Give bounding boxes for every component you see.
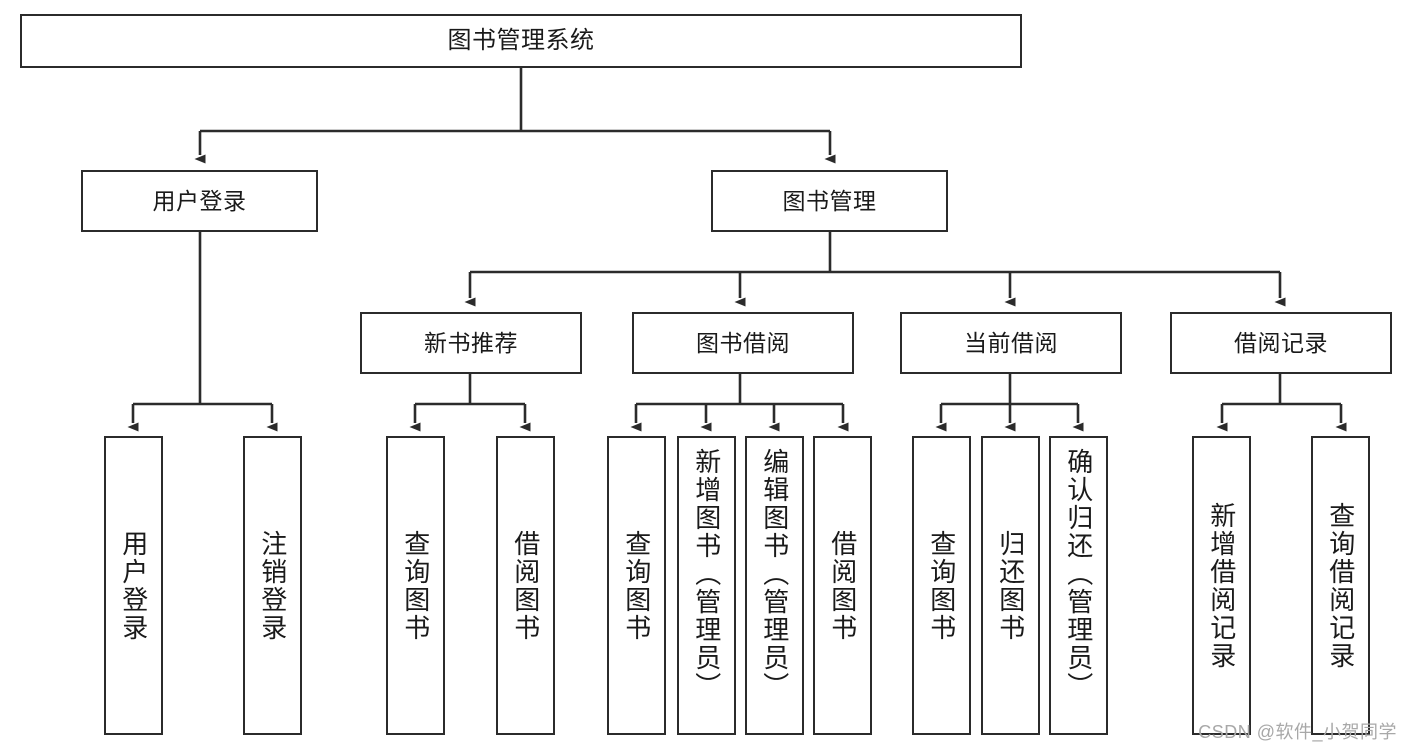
leaf-current-borrow-confirm-return-admin[interactable]: 确认归还（管理员） xyxy=(1049,436,1108,735)
node-label: 图书管理系统 xyxy=(447,27,595,55)
node-label: 查询图书 xyxy=(926,529,957,642)
node-label: 注销登录 xyxy=(257,529,288,642)
node-user-login[interactable]: 用户登录 xyxy=(81,170,318,232)
node-label: 新增图书（管理员） xyxy=(691,448,722,700)
node-label: 图书管理 xyxy=(782,187,877,214)
leaf-current-borrow-return-book[interactable]: 归还图书 xyxy=(981,436,1040,735)
leaf-book-borrow-edit-book-admin[interactable]: 编辑图书（管理员） xyxy=(745,436,804,735)
node-label: 当前借阅 xyxy=(964,329,1058,356)
csdn-watermark: CSDN @软件_小贺同学 xyxy=(1198,722,1397,742)
node-label: 查询借阅记录 xyxy=(1325,501,1356,670)
leaf-new-book-borrow-book[interactable]: 借阅图书 xyxy=(496,436,555,735)
leaf-book-borrow-borrow-book[interactable]: 借阅图书 xyxy=(813,436,872,735)
node-label: 借阅图书 xyxy=(510,529,541,642)
node-label: 用户登录 xyxy=(118,529,149,642)
node-label: 图书借阅 xyxy=(696,329,790,356)
leaf-book-borrow-add-book-admin[interactable]: 新增图书（管理员） xyxy=(677,436,736,735)
node-label: 用户登录 xyxy=(152,187,247,214)
node-label: 新书推荐 xyxy=(424,329,518,356)
node-borrow-record[interactable]: 借阅记录 xyxy=(1170,312,1392,374)
leaf-borrow-record-query-record[interactable]: 查询借阅记录 xyxy=(1311,436,1370,735)
node-label: 借阅图书 xyxy=(827,529,858,642)
node-book-management[interactable]: 图书管理 xyxy=(711,170,948,232)
leaf-user-login-signout[interactable]: 注销登录 xyxy=(243,436,302,735)
node-current-borrow[interactable]: 当前借阅 xyxy=(900,312,1122,374)
leaf-book-borrow-query-book[interactable]: 查询图书 xyxy=(607,436,666,735)
node-new-book-recommend[interactable]: 新书推荐 xyxy=(360,312,582,374)
leaf-current-borrow-query-book[interactable]: 查询图书 xyxy=(912,436,971,735)
leaf-new-book-query-book[interactable]: 查询图书 xyxy=(386,436,445,735)
node-label: 查询图书 xyxy=(400,529,431,642)
node-label: 借阅记录 xyxy=(1234,329,1328,356)
node-label: 编辑图书（管理员） xyxy=(759,448,790,700)
node-book-borrow[interactable]: 图书借阅 xyxy=(632,312,854,374)
node-label: 归还图书 xyxy=(995,529,1026,642)
node-book-management-system[interactable]: 图书管理系统 xyxy=(20,14,1022,68)
node-label: 确认归还（管理员） xyxy=(1063,448,1094,700)
node-label: 查询图书 xyxy=(621,529,652,642)
leaf-user-login-signin[interactable]: 用户登录 xyxy=(104,436,163,735)
node-label: 新增借阅记录 xyxy=(1206,501,1237,670)
leaf-borrow-record-add-record[interactable]: 新增借阅记录 xyxy=(1192,436,1251,735)
